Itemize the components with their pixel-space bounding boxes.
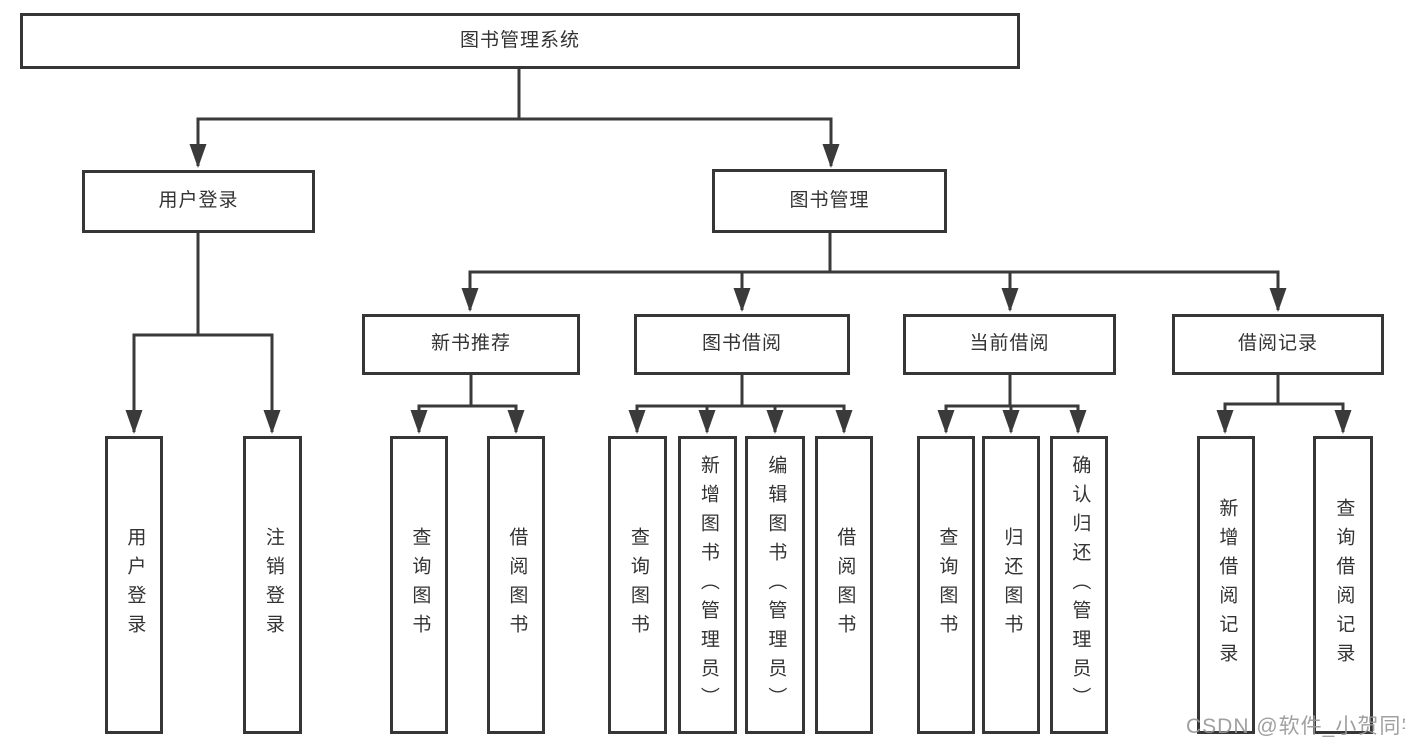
- node-user-login: 用户登录: [82, 170, 315, 233]
- node-user-login-label: 用户登录: [158, 190, 239, 212]
- leaf-bb-query-book-label: 查询图书: [627, 527, 649, 643]
- node-borrow-record: 借阅记录: [1172, 314, 1384, 375]
- node-current-borrow-label: 当前借阅: [969, 333, 1050, 355]
- leaf-cb-return-book: 归还图书: [982, 436, 1040, 734]
- leaf-bb-borrow-book-label: 借阅图书: [834, 527, 856, 643]
- csdn-watermark: CSDN @软件_小贺同学: [1186, 715, 1405, 738]
- leaf-nbr-query-book: 查询图书: [390, 436, 448, 734]
- node-current-borrow: 当前借阅: [903, 314, 1116, 375]
- node-borrow-record-label: 借阅记录: [1237, 333, 1318, 355]
- leaf-cb-return-book-label: 归还图书: [1001, 527, 1023, 643]
- leaf-bb-borrow-book: 借阅图书: [815, 436, 873, 734]
- node-root-label: 图书管理系统: [459, 29, 580, 51]
- node-book-management: 图书管理: [712, 169, 947, 233]
- leaf-user-login-label: 用户登录: [124, 527, 146, 643]
- leaf-br-query-record: 查询借阅记录: [1313, 436, 1373, 734]
- leaf-logout: 注销登录: [243, 436, 302, 734]
- node-book-borrow: 图书借阅: [634, 314, 850, 375]
- leaf-bb-edit-book-admin-label: 编辑图书（管理员）: [765, 454, 787, 716]
- leaf-nbr-borrow-book-label: 借阅图书: [506, 527, 528, 643]
- leaf-br-add-record-label: 新增借阅记录: [1216, 498, 1238, 672]
- leaf-br-query-record-label: 查询借阅记录: [1333, 498, 1355, 672]
- leaf-cb-confirm-return-admin: 确认归还（管理员）: [1050, 436, 1108, 734]
- leaf-bb-add-book-admin: 新增图书（管理员）: [678, 436, 737, 734]
- leaf-cb-query-book-label: 查询图书: [936, 527, 958, 643]
- leaf-logout-label: 注销登录: [262, 527, 284, 643]
- leaf-br-add-record: 新增借阅记录: [1197, 436, 1255, 734]
- leaf-cb-query-book: 查询图书: [917, 436, 975, 734]
- leaf-nbr-query-book-label: 查询图书: [409, 527, 431, 643]
- node-book-management-label: 图书管理: [789, 189, 870, 211]
- node-new-book-recommend: 新书推荐: [362, 314, 580, 375]
- node-root: 图书管理系统: [20, 13, 1020, 69]
- leaf-bb-query-book: 查询图书: [608, 436, 667, 734]
- leaf-cb-confirm-return-admin-label: 确认归还（管理员）: [1069, 454, 1091, 716]
- leaf-user-login: 用户登录: [105, 436, 163, 734]
- leaf-nbr-borrow-book: 借阅图书: [487, 436, 545, 734]
- leaf-bb-add-book-admin-label: 新增图书（管理员）: [697, 454, 719, 716]
- leaf-bb-edit-book-admin: 编辑图书（管理员）: [745, 436, 805, 734]
- node-new-book-recommend-label: 新书推荐: [430, 333, 511, 355]
- node-book-borrow-label: 图书借阅: [701, 333, 782, 355]
